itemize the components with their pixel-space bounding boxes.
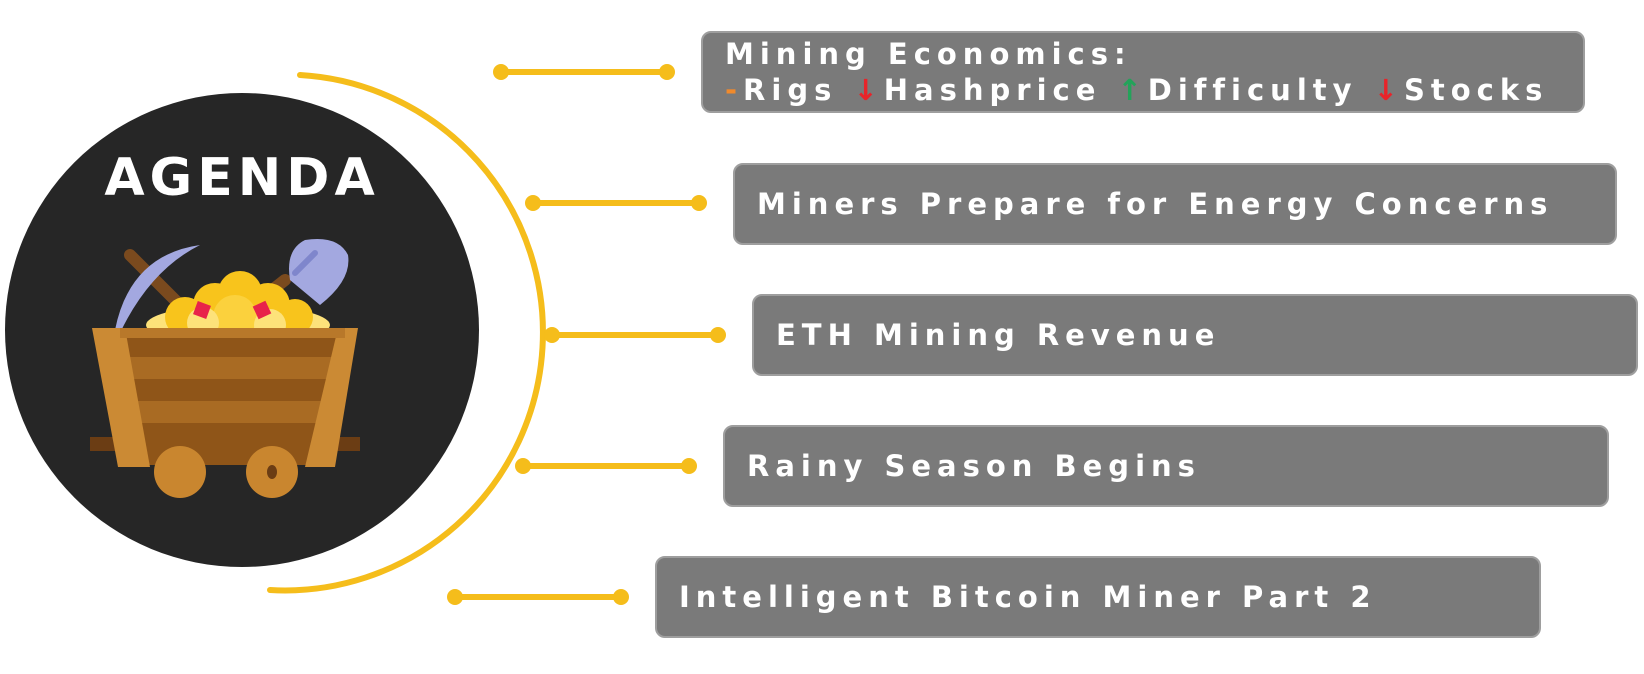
connector-dot bbox=[613, 589, 629, 605]
agenda-item-mining-economics: Mining Economics: -Rigs ↓Hashprice ↑Diff… bbox=[701, 31, 1585, 113]
metric-label: Hashprice bbox=[883, 73, 1102, 107]
connector-4 bbox=[515, 458, 697, 474]
connector-dot bbox=[544, 327, 560, 343]
up-arrow-icon: ↑ bbox=[1117, 73, 1148, 107]
agenda-item-label: ETH Mining Revenue bbox=[776, 318, 1221, 352]
connector-dot bbox=[681, 458, 697, 474]
metrics-row: -Rigs ↓Hashprice ↑Difficulty ↓Stocks bbox=[725, 71, 1548, 109]
agenda-item-eth: ETH Mining Revenue bbox=[752, 294, 1638, 376]
down-arrow-icon: ↓ bbox=[853, 73, 884, 107]
connector-5 bbox=[447, 589, 629, 605]
agenda-item-label: Intelligent Bitcoin Miner Part 2 bbox=[679, 580, 1377, 614]
connector-dot bbox=[493, 64, 509, 80]
connector-2 bbox=[525, 195, 707, 211]
metric-label: Stocks bbox=[1403, 73, 1549, 107]
connector-dot bbox=[447, 589, 463, 605]
agenda-item-title: Mining Economics: bbox=[725, 37, 1132, 71]
connector-dot bbox=[525, 195, 541, 211]
connector-1 bbox=[493, 64, 675, 80]
connector-dot bbox=[710, 327, 726, 343]
agenda-item-intelligent-miner: Intelligent Bitcoin Miner Part 2 bbox=[655, 556, 1541, 638]
agenda-item-energy: Miners Prepare for Energy Concerns bbox=[733, 163, 1617, 245]
flat-indicator-icon: - bbox=[725, 73, 744, 107]
metric-label: Difficulty bbox=[1147, 73, 1358, 107]
connector-dot bbox=[659, 64, 675, 80]
connector-dot bbox=[691, 195, 707, 211]
agenda-item-label: Rainy Season Begins bbox=[747, 449, 1201, 483]
connector-3 bbox=[544, 327, 726, 343]
connector-dot bbox=[515, 458, 531, 474]
metric-label: Rigs bbox=[743, 73, 838, 107]
mine-cart-icon bbox=[90, 239, 360, 498]
agenda-item-label: Miners Prepare for Energy Concerns bbox=[757, 187, 1554, 221]
agenda-title: AGENDA bbox=[104, 148, 380, 208]
down-arrow-icon: ↓ bbox=[1373, 73, 1404, 107]
agenda-item-rainy: Rainy Season Begins bbox=[723, 425, 1609, 507]
